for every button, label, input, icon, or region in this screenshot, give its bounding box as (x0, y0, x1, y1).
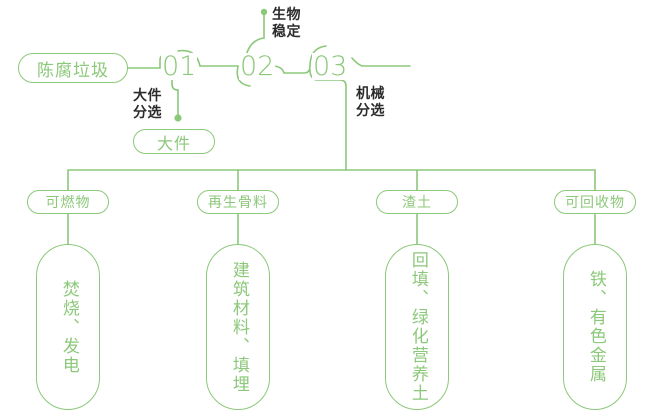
process-label-01-line1: 大件 (133, 88, 162, 104)
category-label-2: 渣土 (402, 195, 432, 211)
category-node-combustible[interactable]: 可燃物 (27, 190, 109, 214)
process-label-01-line2: 分选 (133, 105, 162, 122)
process-label-03-line2: 分选 (356, 103, 385, 120)
source-node[interactable]: 陈腐垃圾 (18, 53, 128, 83)
outcome-box-combustible[interactable]: 焚烧、发电 (36, 244, 100, 410)
wire-03-tail (351, 57, 411, 67)
outcome-text-1: 建筑材料、填埋 (228, 260, 249, 394)
process-label-03-line1: 机械 (356, 86, 385, 102)
category-label-0: 可燃物 (45, 195, 91, 211)
category-node-recyclable[interactable]: 可回收物 (554, 190, 636, 214)
outcome-text-2: 回填、绿化营养土 (407, 251, 428, 403)
bulky-output-label: 大件 (156, 133, 191, 153)
bulky-output-node[interactable]: 大件 (133, 129, 215, 154)
outcome-box-aggregate[interactable]: 建筑材料、填埋 (206, 244, 270, 410)
stage-number-02: 02 (239, 51, 276, 82)
category-label-3: 可回收物 (565, 195, 625, 211)
source-node-label: 陈腐垃圾 (37, 60, 109, 81)
outcome-text-3: 铁、有色金属 (585, 270, 606, 384)
stage-number-01: 01 (161, 51, 198, 82)
outcome-box-recyclable[interactable]: 铁、有色金属 (563, 244, 627, 410)
category-label-1: 再生骨料 (208, 195, 268, 211)
process-label-03: 机械 分选 (356, 86, 385, 120)
process-label-02: 生物 稳定 (272, 7, 301, 41)
stage-number-03: 03 (312, 51, 349, 82)
process-label-02-line2: 稳定 (272, 24, 301, 41)
dot-bio-stable (260, 8, 268, 16)
wire-03-drop (309, 69, 347, 171)
wire-02-to-03 (271, 65, 311, 74)
outcome-text-0: 焚烧、发电 (58, 279, 79, 375)
category-node-soil[interactable]: 渣土 (376, 190, 458, 214)
dot-bulky-branch (174, 114, 182, 122)
process-label-01: 大件 分选 (133, 88, 162, 122)
category-node-aggregate[interactable]: 再生骨料 (197, 190, 279, 214)
process-label-02-line1: 生物 (272, 7, 301, 23)
outcome-box-soil[interactable]: 回填、绿化营养土 (385, 244, 449, 410)
